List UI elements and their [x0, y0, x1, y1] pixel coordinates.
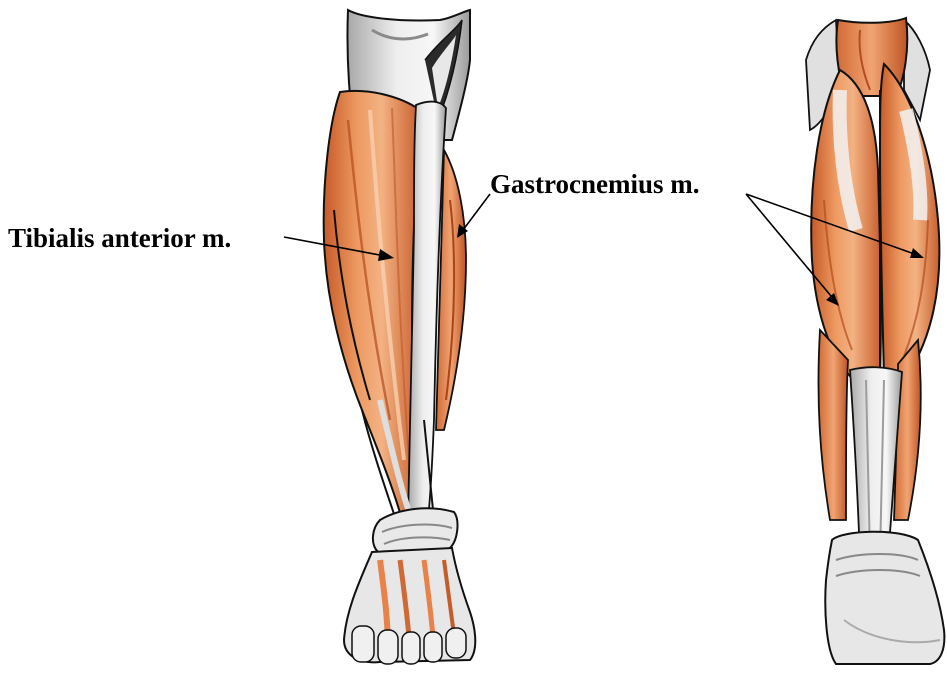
gastrocnemius-front-pointer: [460, 194, 490, 234]
tibialis-anterior-label: Tibialis anterior m.: [8, 223, 231, 253]
back-heel: [825, 532, 944, 664]
anterior-leg-illustration: [324, 10, 476, 664]
gastrocnemius-label: Gastrocnemius m.: [490, 169, 700, 199]
posterior-leg-illustration: [806, 18, 944, 664]
